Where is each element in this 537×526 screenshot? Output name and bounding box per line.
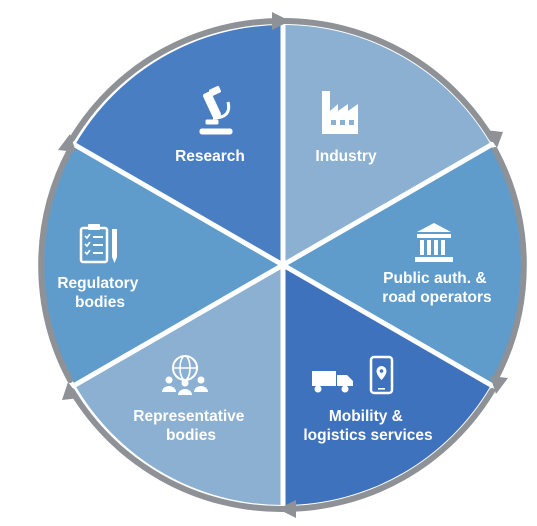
separator-line (73, 142, 285, 268)
label-regulatory: Regulatory bodies (57, 275, 142, 311)
ring-arc (280, 18, 495, 142)
ring-arc (280, 388, 495, 512)
segment-representative (75, 265, 283, 506)
people-network-icon (162, 355, 208, 395)
label-line: Mobility & (329, 408, 403, 425)
label-line: logistics services (303, 427, 432, 444)
segment-labels: Research Industry Public auth. & road op… (57, 148, 491, 444)
arrowhead-upper-right (485, 130, 503, 148)
label-industry: Industry (315, 148, 377, 165)
arrowhead-top (272, 12, 290, 30)
segment-separators (73, 25, 493, 505)
label-line: road operators (382, 289, 491, 306)
label-line: Research (175, 148, 245, 165)
arrowhead-upper-left (58, 134, 76, 152)
separator-line (281, 142, 493, 268)
separator-line (281, 262, 493, 388)
segment-public (283, 145, 524, 385)
factory-icon (322, 91, 358, 134)
ring-arc (38, 147, 73, 383)
label-line: bodies (166, 427, 216, 444)
segment-research (75, 24, 283, 265)
ring-arrowheads (58, 12, 508, 518)
segment-mobility (283, 265, 491, 506)
truck-icon (312, 371, 353, 393)
label-representative: Representative bodies (133, 408, 248, 444)
label-line: Representative (133, 408, 245, 425)
segment-industry (283, 24, 491, 265)
label-line: bodies (75, 294, 125, 311)
label-line: Public auth. & (383, 270, 486, 287)
phone-location-icon (369, 355, 394, 395)
government-building-icon (415, 223, 453, 262)
clipboard-checklist-pen-icon (79, 224, 117, 264)
arrowhead-lower-right (490, 376, 508, 394)
arrowhead-bottom (278, 500, 296, 518)
segments (42, 24, 524, 506)
outer-ring (38, 17, 527, 513)
label-line: Regulatory (57, 275, 138, 292)
label-line: Industry (315, 148, 377, 165)
label-mobility: Mobility & logistics services (303, 408, 432, 444)
label-public: Public auth. & road operators (382, 270, 491, 306)
label-research: Research (175, 148, 245, 165)
separator-line (73, 262, 285, 388)
ring-arc (69, 388, 286, 513)
segment-regulatory (42, 145, 283, 385)
arrowhead-lower-left (62, 382, 80, 400)
microscope-icon (199, 85, 233, 135)
ring-arc (492, 147, 527, 383)
ring-arc (69, 17, 286, 142)
